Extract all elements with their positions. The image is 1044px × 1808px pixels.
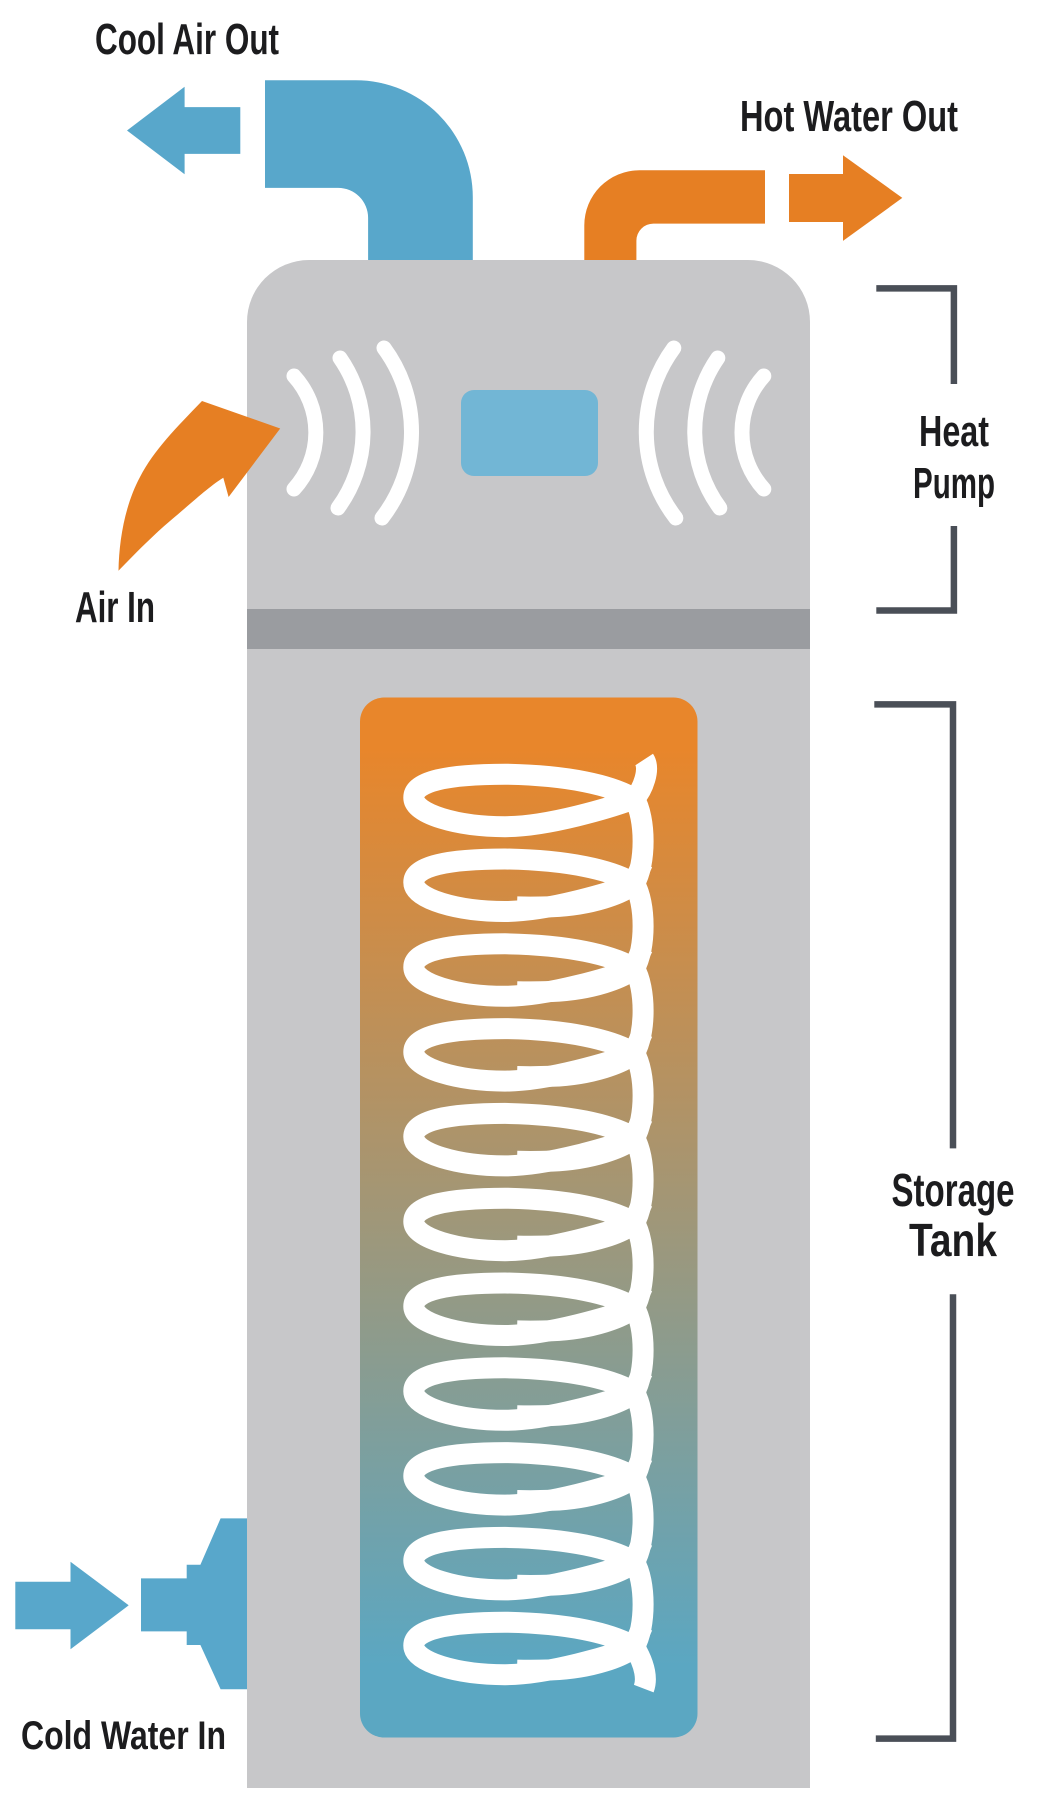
fan-wave-arc: [638, 340, 684, 526]
coil-loop: [403, 1611, 656, 1693]
storage-tank-bracket-top: [874, 701, 957, 1149]
hot-water-arrow: [789, 155, 903, 241]
divider-band: [247, 609, 810, 649]
heat-pump-bracket-bottom: [876, 526, 958, 614]
label-heat-pump-line1: Heat: [919, 407, 989, 456]
cold-water-arrow: [15, 1561, 129, 1650]
label-cold-water-in: Cold Water In: [21, 1714, 226, 1758]
fan-wave-arc: [687, 350, 728, 516]
fan-wave-arc: [286, 368, 324, 497]
fan-wave-arc: [330, 350, 371, 516]
fan-waves-left: [286, 340, 419, 526]
cool-air-duct: [265, 80, 473, 266]
label-heat-pump-line2: Pump: [913, 459, 995, 508]
label-storage-tank-line1: Storage: [892, 1164, 1015, 1216]
hot-water-pipe: [584, 170, 765, 266]
label-hot-water-out: Hot Water Out: [740, 92, 958, 141]
storage-tank-bracket-bottom: [875, 1294, 957, 1742]
label-storage-tank-line2: Tank: [909, 1214, 997, 1266]
label-cool-air-out: Cool Air Out: [95, 15, 279, 64]
heating-coil: [403, 753, 658, 1693]
control-screen: [461, 390, 598, 476]
heat-pump-bracket-top: [876, 285, 958, 384]
storage-tank-bracket: [874, 701, 957, 1742]
fan-wave-arc: [374, 340, 419, 526]
air-in-arrow: [118, 401, 281, 571]
label-air-in: Air In: [75, 583, 155, 632]
fan-waves-right: [638, 340, 772, 526]
cool-air-arrow: [127, 86, 241, 175]
fan-wave-arc: [734, 368, 772, 497]
heat-pump-bracket: [876, 285, 958, 614]
cold-water-fitting: [141, 1518, 255, 1690]
